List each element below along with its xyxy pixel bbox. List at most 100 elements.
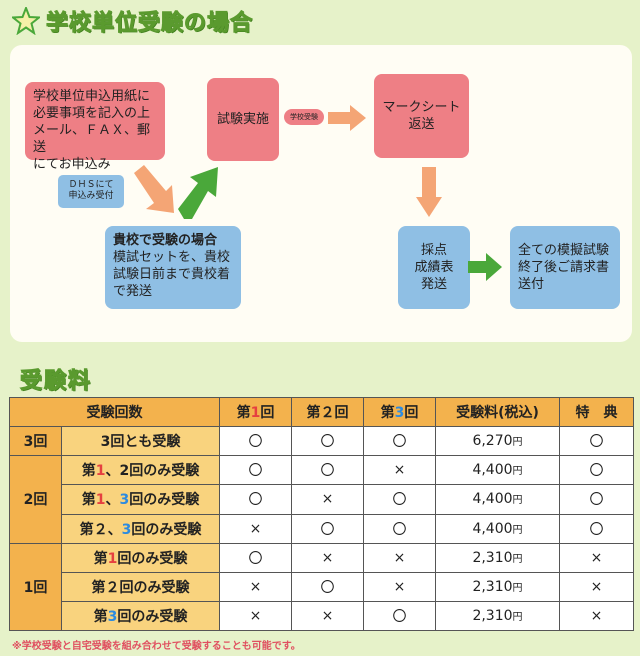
label-text: 回のみ受験 xyxy=(129,492,200,509)
cell-fee: 2,310円 xyxy=(435,600,560,632)
row-label: 第２回のみ受験 xyxy=(61,571,220,602)
label-text: 、 xyxy=(105,492,120,509)
cell-r1: 〇 xyxy=(219,455,292,486)
at-school-box: 貴校で受験の場合 模試セットを、貴校 試験日前まで貴校着 で発送 xyxy=(105,226,241,309)
row-label: 3回とも受験 xyxy=(61,426,220,457)
fee-section-title: 受験料 xyxy=(19,369,93,395)
fee-unit: 円 xyxy=(512,611,523,623)
cell-r1: × xyxy=(219,600,292,632)
apply-box: 学校単位申込用紙に 必要事項を記入の上 メール、ＦＡＸ、郵送 にてお申込み xyxy=(25,82,165,172)
footnote: ※学校受験と自宅受験を組み合わせて受験することも可能です。 xyxy=(12,641,301,652)
mark-line: 返送 xyxy=(408,117,435,132)
invoice-box: 全ての模擬試験 終了後ご請求書 送付 xyxy=(510,226,620,309)
label-num: 3 xyxy=(119,492,130,509)
cell-bonus: 〇 xyxy=(559,455,634,486)
group-1: 1回 xyxy=(9,542,62,632)
dhs-line: 申込み受付 xyxy=(68,191,114,201)
cell-fee: 2,310円 xyxy=(435,542,560,573)
row-label: 第２、3回のみ受験 xyxy=(61,513,220,544)
arrow-down-icon xyxy=(416,167,442,217)
fee-value: 2,310 xyxy=(472,549,513,566)
mark-line: マークシート xyxy=(382,100,461,115)
cell-r3: × xyxy=(363,542,436,573)
fee-value: 4,400 xyxy=(472,462,513,479)
label-num: 1 xyxy=(107,550,118,567)
cell-r3: 〇 xyxy=(363,484,436,515)
row-label: 第1、3回のみ受験 xyxy=(61,484,220,515)
section-title-school: 学校単位受験の場合 xyxy=(12,6,254,37)
score-line: 成績表 xyxy=(414,260,454,275)
fee-value: 4,400 xyxy=(472,520,513,537)
label-num: 1 xyxy=(95,492,106,509)
cell-r1: 〇 xyxy=(219,542,292,573)
label-text: 回のみ受験 xyxy=(117,550,188,567)
score-line: 発送 xyxy=(420,277,447,292)
fee-table: 受験回数 第1回 第２回 第3回 受験料(税込) 特 典 3回 3回とも受験 〇… xyxy=(9,396,634,632)
header-round-3: 第3回 xyxy=(363,396,436,428)
invoice-line: 全ての模擬試験 xyxy=(518,243,610,258)
label-text: 回のみ受験 xyxy=(117,608,188,625)
fee-unit: 円 xyxy=(512,553,523,565)
header-round-2: 第２回 xyxy=(291,396,364,428)
at-school-line: 模試セットを、貴校 xyxy=(113,250,231,265)
label-text: 第２回のみ受験 xyxy=(91,579,190,596)
dhs-line: ＤＨＳにて xyxy=(68,180,114,190)
exam-label: 試験実施 xyxy=(216,112,269,127)
cell-bonus: × xyxy=(559,600,634,632)
arrow-down-right-icon xyxy=(134,165,174,213)
cell-bonus: 〇 xyxy=(559,426,634,457)
hdr-num: 1 xyxy=(250,405,261,422)
fee-value: 2,310 xyxy=(472,607,513,624)
at-school-line: 試験日前まで貴校着 xyxy=(113,267,231,282)
hdr-text: 回 xyxy=(404,405,419,422)
fee-unit: 円 xyxy=(512,524,523,536)
table-row: 第２、3回のみ受験 × 〇 〇 4,400円 〇 xyxy=(10,513,634,544)
score-box: 採点 成績表 発送 xyxy=(398,226,470,309)
cell-fee: 6,270円 xyxy=(435,426,560,457)
label-num: 1 xyxy=(95,463,106,480)
cell-r2: 〇 xyxy=(291,426,364,457)
cell-bonus: 〇 xyxy=(559,484,634,515)
mark-sheet-box: マークシート 返送 xyxy=(374,74,469,158)
dhs-badge: ＤＨＳにて 申込み受付 xyxy=(58,175,124,208)
invoice-line: 終了後ご請求書 xyxy=(518,260,610,275)
group-3: 3回 xyxy=(9,426,62,457)
cell-bonus: × xyxy=(559,571,634,602)
apply-line: 学校単位申込用紙に xyxy=(33,89,151,104)
label-text: 3回とも受験 xyxy=(100,434,181,451)
label-text: 第 xyxy=(81,463,96,480)
cell-r3: 〇 xyxy=(363,513,436,544)
flow-panel: 学校単位申込用紙に 必要事項を記入の上 メール、ＦＡＸ、郵送 にてお申込み ＤＨ… xyxy=(10,45,632,342)
table-row: 第２回のみ受験 × 〇 × 2,310円 × xyxy=(10,571,634,602)
label-num: 3 xyxy=(121,521,132,538)
header-round-1: 第1回 xyxy=(219,396,292,428)
table-header-row: 受験回数 第1回 第２回 第3回 受験料(税込) 特 典 xyxy=(9,396,634,428)
cell-r2: × xyxy=(291,542,364,573)
score-line: 採点 xyxy=(420,243,447,258)
row-label: 第1回のみ受験 xyxy=(61,542,220,573)
table-row: 1回 第1回のみ受験 〇 × × 2,310円 × xyxy=(9,542,634,632)
cell-r3: × xyxy=(363,455,436,486)
apply-line: メール、ＦＡＸ、郵送 xyxy=(33,123,151,155)
table-row: 3回 3回とも受験 〇 〇 〇 6,270円 〇 xyxy=(9,426,634,457)
page-title: 学校単位受験の場合 xyxy=(45,11,254,37)
header-fee: 受験料(税込) xyxy=(435,396,560,428)
cell-fee: 4,400円 xyxy=(435,455,560,486)
exam-box: 試験実施 xyxy=(207,78,279,161)
label-text: 第 xyxy=(93,608,108,625)
cell-bonus: 〇 xyxy=(559,513,634,544)
at-school-heading: 貴校で受験の場合 xyxy=(113,233,218,248)
label-text: 回のみ受験 xyxy=(131,521,202,538)
label-text: 第 xyxy=(93,550,108,567)
cell-r3: 〇 xyxy=(363,426,436,457)
arrow-right-green-icon xyxy=(468,253,502,281)
row-label: 第1、2回のみ受験 xyxy=(61,455,220,486)
cell-r3: × xyxy=(363,571,436,602)
cell-r2: 〇 xyxy=(291,455,364,486)
fee-unit: 円 xyxy=(512,495,523,507)
label-text: 、2回のみ受験 xyxy=(105,463,200,480)
fee-unit: 円 xyxy=(512,466,523,478)
label-text: 第 xyxy=(81,492,96,509)
fee-value: 6,270 xyxy=(472,433,513,450)
cell-r2: 〇 xyxy=(291,571,364,602)
